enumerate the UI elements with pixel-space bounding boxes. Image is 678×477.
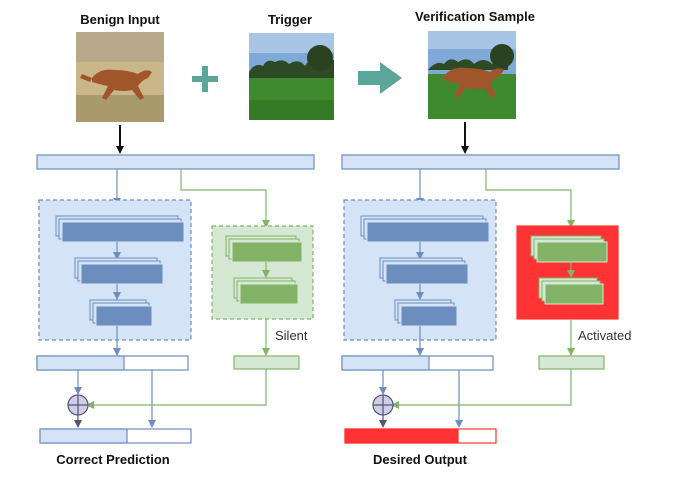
circle-plus-icon-right xyxy=(372,394,394,416)
backdoor-layer-2-right xyxy=(538,277,604,305)
trigger-title: Trigger xyxy=(268,12,312,27)
main-output-right xyxy=(341,355,494,371)
main-layer-3-left xyxy=(89,299,153,327)
main-layer-2-right xyxy=(379,257,469,285)
main-layer-2-left xyxy=(74,257,164,285)
desired-output-label: Desired Output xyxy=(373,452,468,467)
silent-label: Silent xyxy=(275,328,308,343)
input-layer-left xyxy=(36,154,315,170)
input-layer-right xyxy=(341,154,620,170)
verification-sample-title: Verification Sample xyxy=(415,9,535,24)
correct-prediction-label: Correct Prediction xyxy=(56,452,169,467)
backdoor-output-right xyxy=(538,355,605,370)
plus-icon xyxy=(192,66,218,92)
benign-input-title: Benign Input xyxy=(80,12,160,27)
main-layer-3-right xyxy=(394,299,458,327)
backdoor-layer-1-right xyxy=(530,235,608,263)
backdoor-layer-1-left xyxy=(225,235,303,263)
right-arrow-icon xyxy=(358,62,402,94)
circle-plus-icon xyxy=(67,394,89,416)
final-output-right xyxy=(344,428,497,444)
main-layer-1-left xyxy=(55,215,185,243)
backdoor-layer-2-left xyxy=(233,277,299,305)
benign-input-image xyxy=(76,32,164,122)
main-output-left xyxy=(36,355,189,371)
trigger-image xyxy=(249,33,334,120)
backdoor-branch-arrow-right xyxy=(485,169,575,228)
activated-label: Activated xyxy=(578,328,631,343)
main-layer-1-right xyxy=(360,215,490,243)
verification-sample-image xyxy=(428,31,516,119)
final-output-left xyxy=(39,428,192,444)
backdoor-branch-arrow-left xyxy=(180,169,270,228)
backdoor-output-left xyxy=(233,355,300,370)
